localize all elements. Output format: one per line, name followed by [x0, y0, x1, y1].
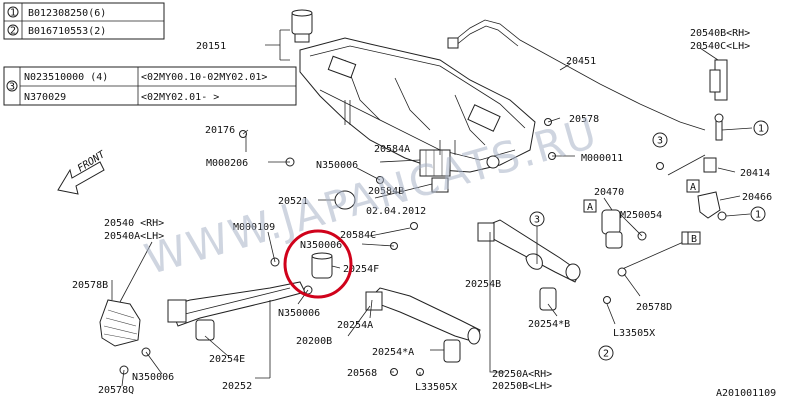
- label-20578b: 20578B: [72, 280, 108, 291]
- ref-box-b: [687, 231, 701, 245]
- legend-range-3a: <02MY00.10-02MY02.01>: [141, 72, 267, 83]
- front-arrow-icon: [57, 161, 105, 195]
- callout-circle-3b: [652, 132, 668, 148]
- part-labels: 20151 20176 M000206 N350006 20584A 20584…: [72, 28, 776, 399]
- callout-num-1a: 1: [758, 124, 764, 135]
- bolt-20578d: [617, 231, 693, 277]
- label-20252: 20252: [222, 381, 252, 392]
- label-l33505x-right: L33505X: [613, 328, 655, 339]
- bushing-20254a-star: [443, 339, 461, 363]
- bushing-20470: [601, 209, 647, 249]
- label-20578q: 20578Q: [98, 385, 134, 396]
- legend-table: 1 B012308250(6) 2 B016710553(2) 3 N02351…: [3, 2, 297, 106]
- trailing-link: [167, 281, 306, 341]
- lateral-link-lower: [365, 287, 481, 345]
- label-20466: 20466: [742, 192, 772, 203]
- legend-part-1: B012308250(6): [28, 8, 106, 19]
- label-20254b: 20254B: [465, 279, 501, 290]
- label-20151: 20151: [196, 41, 226, 52]
- label-20254f: 20254F: [343, 264, 379, 275]
- ref-letter-a-mid: A: [587, 202, 593, 213]
- label-20451: 20451: [566, 56, 596, 67]
- label-20540c: 20540C<LH>: [690, 41, 750, 52]
- label-n350006-low: N350006: [278, 308, 320, 319]
- label-m250054: M250054: [620, 210, 662, 221]
- label-20578d: 20578D: [636, 302, 672, 313]
- stabilizer-bar: [447, 19, 706, 131]
- label-20540b: 20540B<RH>: [690, 28, 750, 39]
- legend-part-3b: N370029: [24, 92, 66, 103]
- callouts: 1 1 2 3 3 A A B: [529, 120, 769, 361]
- legend-part-2: B016710553(2): [28, 26, 106, 37]
- highlight-circle: [283, 229, 353, 299]
- callout-num-3a: 3: [534, 215, 540, 226]
- label-20470: 20470: [594, 187, 624, 198]
- stabilizer-link: [667, 59, 728, 176]
- label-l33505x-bot: L33505X: [415, 382, 457, 393]
- legend-part-3a: N023510000 (4): [24, 72, 108, 83]
- bracket-20466: [697, 191, 727, 221]
- callout-num-1b: 1: [755, 210, 761, 221]
- bracket-20540: [99, 299, 151, 375]
- legend-num-3: 3: [9, 82, 15, 93]
- label-20584a: 20584A: [374, 144, 410, 155]
- subframe: [299, 37, 536, 193]
- leader-lines: [111, 29, 753, 387]
- label-20254a-star: 20254*A: [372, 347, 414, 358]
- label-20254a: 20254A: [337, 320, 373, 331]
- ref-box-a-mid: [583, 199, 597, 213]
- label-n350006-bot: N350006: [132, 372, 174, 383]
- label-n350006-mid: N350006: [300, 240, 342, 251]
- label-20584b: 20584B: [368, 186, 404, 197]
- label-20540a: 20540A<LH>: [104, 231, 164, 242]
- label-m000206: M000206: [206, 158, 248, 169]
- callout-circle-3a: [529, 211, 545, 227]
- ref-letter-b: B: [691, 234, 697, 245]
- legend-circle-3: [6, 80, 18, 92]
- label-20414: 20414: [740, 168, 770, 179]
- label-20254b-star: 20254*B: [528, 319, 570, 330]
- label-20568: 20568: [347, 368, 377, 379]
- label-20254e: 20254E: [209, 354, 245, 365]
- label-m000109: M000109: [233, 222, 275, 233]
- ref-letter-a-right: A: [690, 182, 696, 193]
- legend-num-2: 2: [10, 26, 16, 37]
- date-stamp: 02.04.2012: [366, 206, 426, 217]
- ref-box-a-right: [686, 179, 700, 193]
- label-n350006-top: N350006: [316, 160, 358, 171]
- legend-circle-1: [7, 6, 19, 18]
- front-arrow: FRONT: [57, 149, 108, 195]
- callout-num-2: 2: [603, 349, 609, 360]
- label-20250a: 20250A<RH>: [492, 369, 552, 380]
- label-20584c: 20584C: [340, 230, 376, 241]
- legend-circle-2: [7, 24, 19, 36]
- label-20578: 20578: [569, 114, 599, 125]
- bushing-20254b-star: [539, 287, 557, 311]
- callout-circle-1a: [753, 120, 769, 136]
- lateral-link-upper: [477, 219, 581, 283]
- label-m000011: M000011: [581, 153, 623, 164]
- label-20176: 20176: [205, 125, 235, 136]
- legend-num-1: 1: [10, 8, 16, 19]
- callout-circle-1b: [750, 206, 766, 222]
- bushing-20151: [291, 9, 313, 43]
- figure-code: A201001109: [716, 388, 776, 399]
- callout-circle-2: [598, 345, 614, 361]
- legend-range-3b: <02MY02.01- >: [141, 92, 219, 103]
- label-20521: 20521: [278, 196, 308, 207]
- callout-num-3b: 3: [657, 136, 663, 147]
- label-20200b: 20200B: [296, 336, 332, 347]
- label-20540: 20540 <RH>: [104, 218, 164, 229]
- label-20250b: 20250B<LH>: [492, 381, 552, 392]
